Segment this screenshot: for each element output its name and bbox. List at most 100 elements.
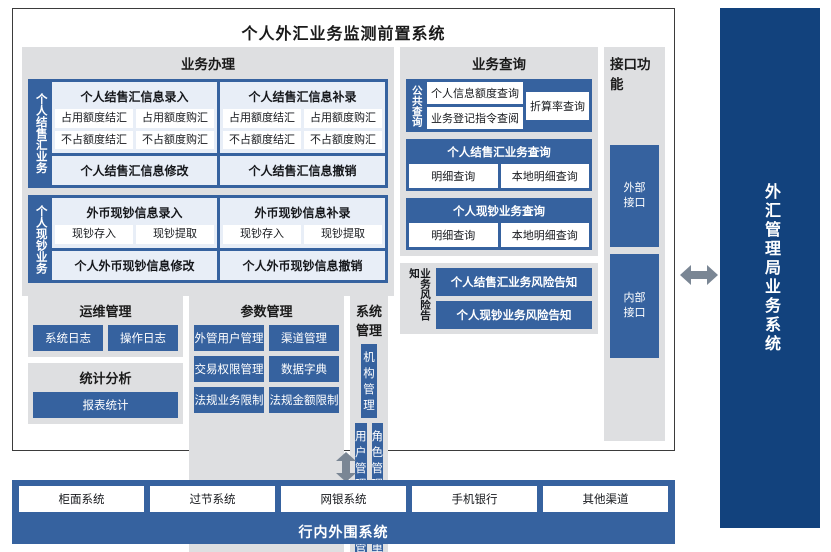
group-personal-settlement: 个人结售汇业务 个人结售汇信息录入 占用额度结汇 占用额度购汇 bbox=[28, 79, 388, 189]
stats-analysis-panel: 统计分析 报表统计 bbox=[28, 362, 183, 424]
menu-item-trade-auth-mgmt[interactable]: 交易权限管理 bbox=[194, 355, 264, 382]
public-query-side: 折算率查询 bbox=[526, 82, 589, 129]
menu-item-cash-cancel[interactable]: 个人外币现钞信息撤销 bbox=[220, 250, 385, 280]
menu-item[interactable]: 现钞存入 bbox=[223, 225, 301, 244]
business-handling-panel: 业务办理 个人结售汇业务 个人结售汇信息录入 占用额度结汇 占用额度购汇 bbox=[22, 47, 394, 296]
subcard-settlement-supplement: 个人结售汇信息补录 占用额度结汇 占用额度购汇 不占额度结汇 不占额度购汇 bbox=[220, 82, 385, 154]
subcard-title: 外币现钞信息录入 bbox=[86, 206, 183, 221]
menu-item-local-detail-query[interactable]: 本地明细查询 bbox=[500, 164, 589, 188]
cell-row: 现钞存入 现钞提取 bbox=[223, 225, 382, 244]
public-query-label: 公共查询 bbox=[410, 84, 423, 127]
external-interface-line2: 接口 bbox=[623, 197, 646, 209]
menu-item[interactable]: 占用额度结汇 bbox=[223, 109, 301, 128]
menu-item[interactable]: 现钞提取 bbox=[304, 225, 382, 244]
cell-row: 不占额度结汇 不占额度购汇 bbox=[223, 130, 382, 150]
menu-item-system-log[interactable]: 系统日志 bbox=[33, 324, 103, 351]
subcard-settlement-entry: 个人结售汇信息录入 占用额度结汇 占用额度购汇 不占额度结汇 不占额度购汇 bbox=[52, 82, 217, 154]
left-column: 业务办理 个人结售汇业务 个人结售汇信息录入 占用额度结汇 占用额度购汇 bbox=[22, 47, 394, 552]
param-management-title: 参数管理 bbox=[240, 303, 293, 319]
internal-interface-line2: 接口 bbox=[623, 307, 646, 319]
menu-item-conversion-rate-query[interactable]: 折算率查询 bbox=[526, 91, 589, 120]
front-end-system-box: 个人外汇业务监测前置系统 业务办理 个人结售汇业务 个人结售汇信息录入 bbox=[12, 8, 675, 552]
menu-item[interactable]: 占用额度结汇 bbox=[55, 109, 133, 128]
menu-item[interactable]: 占用额度购汇 bbox=[304, 109, 382, 128]
subcard-title: 个人结售汇信息录入 bbox=[80, 90, 189, 104]
menu-item-operation-log[interactable]: 操作日志 bbox=[108, 324, 178, 351]
subcard-row: 个人结售汇信息录入 占用额度结汇 占用额度购汇 不占额度结汇 不占额度购汇 bbox=[52, 82, 385, 154]
risk-notice-label: 业务风险告知 bbox=[408, 268, 432, 321]
query-group-settlement: 个人结售汇业务查询 明细查询 本地明细查询 bbox=[406, 139, 592, 191]
menu-item-settlement-cancel[interactable]: 个人结售汇信息撤销 bbox=[220, 156, 385, 186]
double-arrow-horizontal-icon bbox=[680, 262, 718, 288]
query-row: 明细查询 本地明细查询 bbox=[409, 164, 589, 188]
system-columns: 业务办理 个人结售汇业务 个人结售汇信息录入 占用额度结汇 占用额度购汇 bbox=[22, 47, 665, 552]
menu-item-safe-user-mgmt[interactable]: 外管用户管理 bbox=[194, 324, 264, 351]
menu-item[interactable]: 不占额度结汇 bbox=[223, 130, 301, 150]
ops-stats-column: 运维管理 系统日志 操作日志 统计分析 报表统计 bbox=[28, 295, 183, 552]
channel-systems-bar: 柜面系统 过节系统 网银系统 手机银行 其他渠道 行内外围系统 bbox=[12, 480, 675, 544]
internal-interface-box[interactable]: 内部 接口 bbox=[610, 254, 659, 358]
subcard-title: 个人结售汇信息补录 bbox=[248, 90, 357, 104]
menu-item-regulation-biz-limit[interactable]: 法规业务限制 bbox=[194, 386, 264, 413]
menu-item-local-detail-query[interactable]: 本地明细查询 bbox=[500, 223, 589, 247]
wide-card-row: 个人结售汇信息修改 个人结售汇信息撤销 bbox=[52, 156, 385, 186]
internal-interface-label: 内部 接口 bbox=[624, 291, 646, 321]
query-group-title: 个人现钞业务查询 bbox=[453, 206, 545, 218]
menu-item-detail-query[interactable]: 明细查询 bbox=[409, 164, 498, 188]
menu-item-cash-risk-notice[interactable]: 个人现钞业务风险告知 bbox=[436, 301, 592, 329]
ops-management-title: 运维管理 bbox=[79, 303, 132, 319]
channel-item-mobile-bank[interactable]: 手机银行 bbox=[412, 486, 537, 512]
group-body: 个人结售汇信息录入 占用额度结汇 占用额度购汇 不占额度结汇 不占额度购汇 bbox=[52, 82, 385, 186]
menu-item[interactable]: 占用额度购汇 bbox=[136, 109, 214, 128]
system-management-title: 系统管理 bbox=[355, 303, 382, 338]
risk-notice-stack: 个人结售汇业务风险告知 个人现钞业务风险告知 bbox=[436, 268, 592, 329]
subcard-title: 外币现钞信息补录 bbox=[254, 206, 351, 221]
safe-business-system-bar: 外汇管理局业务系统 bbox=[720, 8, 820, 528]
menu-item[interactable]: 现钞存入 bbox=[55, 225, 133, 244]
button-row: 系统日志 操作日志 bbox=[33, 324, 178, 351]
ops-management-panel: 运维管理 系统日志 操作日志 bbox=[28, 295, 183, 357]
menu-item[interactable]: 现钞提取 bbox=[136, 225, 214, 244]
double-arrow-vertical-icon bbox=[333, 452, 359, 482]
business-query-panel: 业务查询 公共查询 个人信息额度查询 业务登记指令查阅 折算率查询 个人结售汇业… bbox=[400, 47, 598, 256]
channel-item-festival[interactable]: 过节系统 bbox=[150, 486, 275, 512]
channel-item-counter[interactable]: 柜面系统 bbox=[19, 486, 144, 512]
menu-item-regulation-amount-limit[interactable]: 法规金额限制 bbox=[269, 386, 339, 413]
menu-item-registration-instruction-query[interactable]: 业务登记指令查阅 bbox=[427, 107, 523, 129]
menu-item-report-stats[interactable]: 报表统计 bbox=[33, 391, 178, 418]
menu-item-channel-mgmt[interactable]: 渠道管理 bbox=[269, 324, 339, 351]
menu-item-data-dictionary[interactable]: 数据字典 bbox=[269, 355, 339, 382]
button-row: 报表统计 bbox=[33, 391, 178, 418]
group-label-personal-cash: 个人现钞业务 bbox=[34, 204, 47, 274]
interface-column: 接口功能 外部 接口 内部 接口 bbox=[604, 47, 665, 441]
external-interface-line1: 外部 bbox=[623, 182, 646, 195]
menu-item-personal-quota-query[interactable]: 个人信息额度查询 bbox=[427, 82, 523, 104]
internal-interface-line1: 内部 bbox=[623, 292, 646, 305]
wide-card-row: 个人外币现钞信息修改 个人外币现钞信息撤销 bbox=[52, 250, 385, 280]
button-row: 交易权限管理 数据字典 bbox=[194, 355, 339, 382]
button-row: 机构管理 bbox=[355, 343, 383, 418]
query-row: 明细查询 本地明细查询 bbox=[409, 223, 589, 247]
button-row: 外管用户管理 渠道管理 bbox=[194, 324, 339, 351]
cell-row: 不占额度结汇 不占额度购汇 bbox=[55, 130, 214, 150]
stats-analysis-title: 统计分析 bbox=[79, 370, 132, 386]
menu-item-settlement-risk-notice[interactable]: 个人结售汇业务风险告知 bbox=[436, 268, 592, 296]
public-query-stack: 个人信息额度查询 业务登记指令查阅 bbox=[427, 82, 523, 129]
menu-item[interactable]: 不占额度购汇 bbox=[136, 130, 214, 150]
cell-row: 现钞存入 现钞提取 bbox=[55, 225, 214, 244]
menu-item-org-mgmt[interactable]: 机构管理 bbox=[360, 343, 378, 418]
channel-item-other[interactable]: 其他渠道 bbox=[543, 486, 668, 512]
channel-item-ebank[interactable]: 网银系统 bbox=[281, 486, 406, 512]
menu-item[interactable]: 不占额度结汇 bbox=[55, 130, 133, 150]
menu-item-detail-query[interactable]: 明细查询 bbox=[409, 223, 498, 247]
risk-notice-panel: 业务风险告知 个人结售汇业务风险告知 个人现钞业务风险告知 bbox=[400, 263, 598, 334]
query-group-title: 个人结售汇业务查询 bbox=[447, 147, 551, 159]
external-interface-box[interactable]: 外部 接口 bbox=[610, 145, 659, 247]
interface-title: 接口功能 bbox=[610, 57, 651, 92]
menu-item-settlement-modify[interactable]: 个人结售汇信息修改 bbox=[52, 156, 217, 186]
menu-item[interactable]: 不占额度购汇 bbox=[304, 130, 382, 150]
menu-item-cash-modify[interactable]: 个人外币现钞信息修改 bbox=[52, 250, 217, 280]
interface-panel: 接口功能 外部 接口 内部 接口 bbox=[604, 47, 665, 441]
subcard-row: 外币现钞信息录入 现钞存入 现钞提取 外币现钞信息补录 现钞 bbox=[52, 198, 385, 248]
